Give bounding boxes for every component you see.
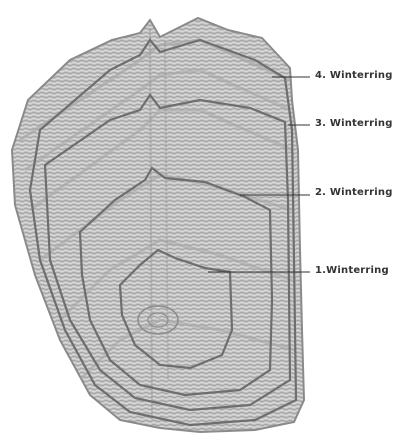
label-winterring-3: 3. Winterring <box>315 118 393 129</box>
label-winterring-2: 2. Winterring <box>315 187 393 198</box>
label-winterring-1: 1.Winterring <box>315 265 389 276</box>
scale-outline <box>12 18 304 432</box>
label-winterring-4: 4. Winterring <box>315 70 393 81</box>
